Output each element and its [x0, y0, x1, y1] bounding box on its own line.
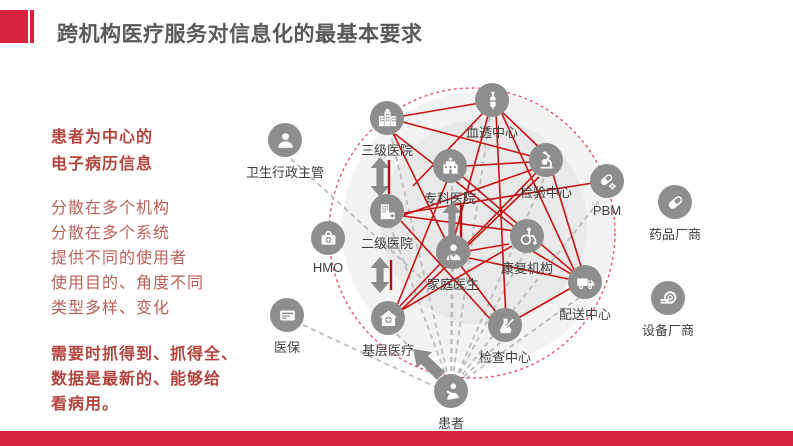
- big-northwest-arrow-icon: [413, 349, 445, 380]
- gray-dashed-link: [450, 267, 454, 390]
- red-link: [391, 130, 448, 244]
- double-arrow-icon: [442, 202, 462, 250]
- node-jiating-yisheng: 家庭医生: [427, 235, 479, 292]
- flask-pen-icon: [488, 308, 522, 342]
- gray-dashed-link: [302, 324, 437, 388]
- house-cross-icon: [371, 301, 405, 335]
- node-hmo: HMO: [311, 221, 345, 275]
- node-label: 设备厂商: [641, 323, 695, 338]
- red-link: [512, 287, 572, 322]
- gray-dashed-link: [450, 199, 601, 390]
- ct-scanner-icon: [651, 281, 685, 315]
- panel-heading-line: 患者为中心的: [51, 129, 154, 146]
- insurance-card-icon: [270, 298, 304, 332]
- red-link: [467, 243, 510, 252]
- wheelchair-icon: [510, 219, 544, 253]
- panel-heading-line: 电子病历信息: [51, 156, 154, 173]
- node-label: HMO: [312, 260, 344, 275]
- node-erji-yiyuan: 二级医院: [361, 194, 413, 251]
- hospital-building-icon: [433, 149, 467, 183]
- panel-emphasis-line: 需要时抓得到、抓得全、: [51, 346, 239, 363]
- node-label: 患者: [437, 416, 465, 431]
- gray-dashed-link: [450, 294, 584, 390]
- node-label: 家庭医生: [426, 277, 480, 292]
- red-link: [395, 180, 448, 309]
- node-label: 三级医院: [360, 143, 414, 158]
- panel-emphasis-line: 数据是最新的、能够给: [51, 371, 222, 388]
- node-yibao: 医保: [270, 298, 304, 355]
- node-yaopin-changshang: 药品厂商: [649, 185, 701, 242]
- red-link: [398, 120, 543, 160]
- title-accent-block: [0, 10, 28, 43]
- panel-emphasis-line: 看病用。: [51, 396, 120, 413]
- node-label: PBM: [592, 203, 622, 218]
- node-label: 检查中心: [478, 350, 532, 365]
- title-accent-bar: [30, 10, 34, 43]
- gray-dashed-link: [450, 175, 546, 390]
- node-jianyan-zhongxin: 检验中心: [520, 143, 572, 200]
- red-link: [463, 171, 538, 248]
- double-arrow-icon: [370, 157, 390, 197]
- red-link: [465, 161, 532, 167]
- red-link: [402, 215, 516, 232]
- node-label: 康复机构: [500, 261, 554, 276]
- node-label: 医保: [273, 340, 301, 355]
- gray-dashed-link: [388, 221, 452, 390]
- panel-body-line: 提供不同的使用者: [51, 250, 188, 267]
- red-link: [399, 176, 540, 312]
- node-xuetou-zhongxin: 血透中心: [466, 83, 518, 140]
- patient-writing-icon: [434, 374, 468, 408]
- node-label: 药品厂商: [648, 227, 702, 242]
- node-kangfu-jigou: 康复机构: [501, 219, 553, 276]
- red-link: [402, 102, 481, 117]
- red-link: [400, 220, 493, 322]
- left-panel-heading: 患者为中心的电子病历信息: [51, 124, 153, 178]
- gray-dashed-link: [389, 326, 452, 390]
- bottom-accent-bar: [0, 431, 793, 446]
- doctor-icon: [436, 235, 470, 269]
- red-link: [495, 111, 507, 319]
- building-plus-icon: [370, 194, 404, 228]
- hospital-group-icon: [370, 101, 404, 135]
- node-zhuanke-yiyuan: 专科医院: [424, 149, 476, 206]
- gray-dashed-link: [390, 134, 452, 390]
- node-label: 配送中心: [558, 307, 612, 322]
- node-huanzhe: 患者: [434, 374, 468, 431]
- node-weisheng-xingzheng: 卫生行政主管: [246, 123, 324, 180]
- node-label: 卫生行政主管: [245, 165, 325, 180]
- red-link: [396, 262, 442, 310]
- microscope-icon: [529, 143, 563, 177]
- gray-dashed-link: [290, 158, 432, 288]
- dialysis-bottle-icon: [475, 83, 509, 117]
- double-arrow-icon: [370, 257, 390, 293]
- node-peisong-zhongxin: 配送中心: [559, 265, 611, 322]
- node-sanji-yiyuan: 三级医院: [361, 101, 413, 158]
- red-link: [399, 245, 513, 312]
- node-label: 基层医疗: [361, 343, 415, 358]
- panel-body-line: 使用目的、角度不同: [51, 275, 205, 292]
- page-title: 跨机构医疗服务对信息化的最基本要求: [57, 23, 423, 46]
- node-label: 专科医院: [423, 191, 477, 206]
- left-panel-emphasis: 需要时抓得到、抓得全、数据是最新的、能够给看病用。: [51, 342, 238, 417]
- node-label: 二级医院: [360, 236, 414, 251]
- node-label: 检验中心: [519, 185, 573, 200]
- panel-body-line: 分散在多个机构: [51, 200, 171, 217]
- node-label: 血透中心: [465, 125, 519, 140]
- pill-gear-icon: [590, 164, 624, 198]
- first-aid-kit-icon: [311, 221, 345, 255]
- panel-body-line: 分散在多个系统: [51, 225, 171, 242]
- red-link: [501, 113, 576, 273]
- delivery-truck-icon: [568, 265, 602, 299]
- person-icon: [268, 123, 302, 157]
- panel-body-line: 类型多样、变化: [51, 300, 171, 317]
- gray-dashed-link: [450, 114, 491, 390]
- node-pbm: PBM: [590, 164, 624, 218]
- node-shebei-changshang: 设备厂商: [642, 281, 694, 338]
- capsule-icon: [658, 185, 692, 219]
- left-panel-body: 分散在多个机构分散在多个系统提供不同的使用者使用目的、角度不同类型多样、变化: [51, 196, 204, 321]
- node-jiancha-zhongxin: 检查中心: [479, 308, 531, 365]
- red-link: [499, 109, 544, 152]
- node-jiceng-yiliao: 基层医疗: [362, 301, 414, 358]
